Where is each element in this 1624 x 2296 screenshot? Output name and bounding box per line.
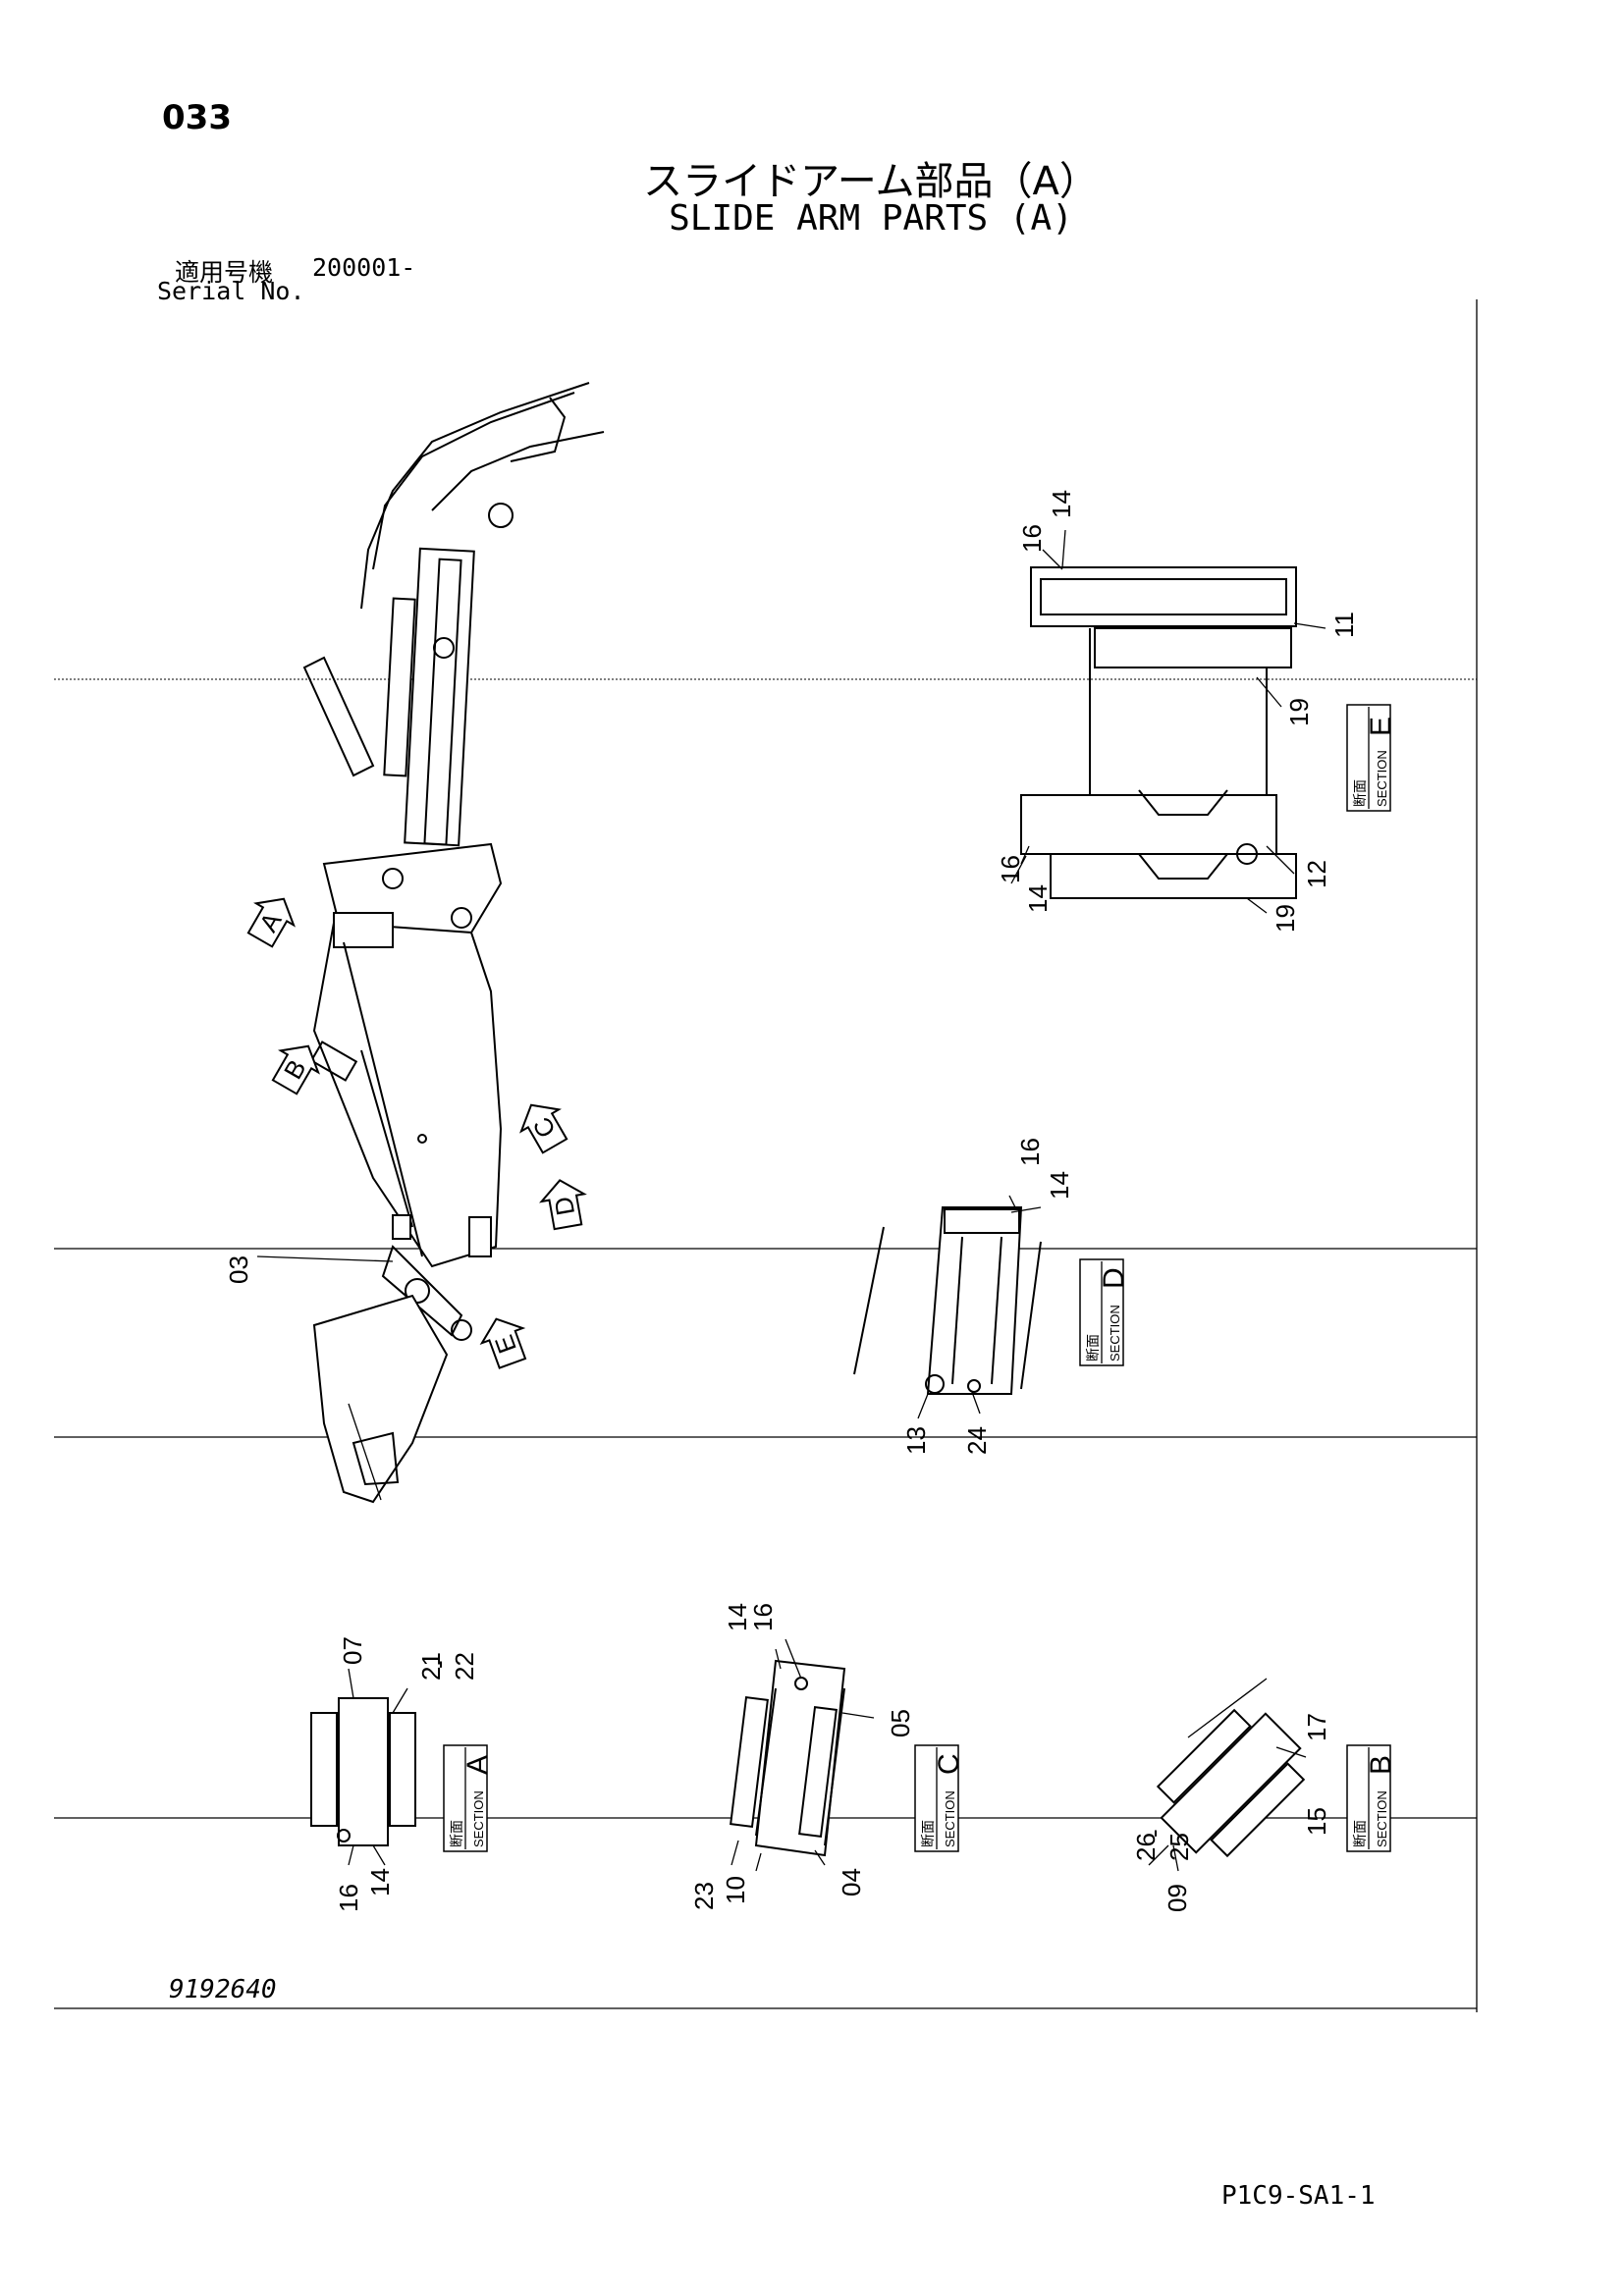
page-title-japanese: スライドアーム部品（A） [643, 159, 1099, 204]
callout-a-22: 22 [450, 1652, 479, 1681]
callout-main-03: 03 [224, 1255, 253, 1284]
callout-e-14a: 14 [1047, 490, 1076, 518]
main-callouts: 03 [224, 1255, 394, 1284]
section-d-label: D SECTION 断面 [1079, 1258, 1130, 1366]
section-b-letter: B [1365, 1755, 1397, 1775]
callout-a-dash: - [424, 1660, 454, 1669]
callout-a-16: 16 [334, 1884, 363, 1912]
page-number: 033 [162, 98, 232, 137]
callout-b-17: 17 [1302, 1713, 1331, 1741]
section-a-detail: 07 21 - 22 16 14 A SECTION 断面 [310, 1636, 494, 1912]
view-marker-d: D [539, 1179, 587, 1231]
page-title-english: SLIDE ARM PARTS (A) [669, 198, 1073, 239]
main-arm-illustration [302, 382, 605, 1504]
serial-range: 200001- [312, 253, 416, 282]
section-b-detail: 17 15 26 - 25 09 B SECTION 断面 [1131, 1678, 1397, 1912]
section-e-letter: E [1365, 717, 1397, 736]
section-c-letter: C [933, 1753, 965, 1775]
callout-b-25: 25 [1164, 1833, 1194, 1861]
section-c-label: C SECTION 断面 [914, 1744, 965, 1852]
view-marker-c: C [519, 1103, 568, 1154]
section-b-kanji: 断面 [1353, 1820, 1369, 1847]
callout-b-26: 26 [1131, 1833, 1161, 1861]
callout-a-14: 14 [365, 1868, 395, 1896]
callout-e-16b: 16 [996, 855, 1025, 883]
callout-e-11: 11 [1329, 612, 1359, 638]
callout-a-07: 07 [338, 1636, 367, 1665]
callout-c-10: 10 [721, 1876, 750, 1904]
serial-label-japanese: 適用号機 [175, 258, 274, 287]
section-e-kanji: 断面 [1353, 779, 1369, 807]
callout-e-19a: 19 [1284, 698, 1314, 726]
drawing-number: 9192640 [169, 1975, 277, 2004]
callout-e-12: 12 [1302, 860, 1331, 888]
section-d-detail: 16 14 13 24 D SECTION 断面 [853, 1138, 1130, 1455]
callout-d-24: 24 [962, 1426, 992, 1455]
section-d-word: SECTION [1108, 1305, 1122, 1362]
callout-e-16a: 16 [1017, 524, 1047, 553]
view-marker-a: A [246, 897, 296, 948]
section-e-detail: 14 16 11 19 16 14 12 19 E SECTION 断面 [996, 490, 1397, 933]
section-d-letter: D [1098, 1267, 1130, 1289]
view-marker-e: E [479, 1317, 527, 1369]
section-d-kanji: 断面 [1086, 1334, 1102, 1362]
callout-b-dash: - [1139, 1829, 1168, 1838]
page-code: P1C9-SA1-1 [1221, 2181, 1376, 2211]
view-marker-b: B [271, 1044, 320, 1095]
section-b-word: SECTION [1375, 1790, 1389, 1847]
callout-d-14: 14 [1045, 1171, 1074, 1200]
section-a-kanji: 断面 [450, 1820, 465, 1847]
serial-label-english: Serial No. [157, 277, 305, 305]
callout-d-16: 16 [1015, 1138, 1045, 1166]
view-marker-d-label: D [548, 1195, 580, 1218]
section-b-label: B SECTION 断面 [1346, 1744, 1397, 1852]
callout-d-13: 13 [901, 1426, 931, 1455]
callout-b-15: 15 [1302, 1807, 1331, 1836]
callout-e-14b: 14 [1023, 884, 1053, 913]
view-markers: A B C D E [246, 897, 587, 1369]
section-c-detail: 14 16 05 23 10 04 C SECTION 断面 [689, 1603, 965, 1910]
callout-c-05: 05 [886, 1709, 915, 1737]
section-a-word: SECTION [471, 1790, 486, 1847]
callout-c-04: 04 [837, 1868, 866, 1896]
callout-b-09: 09 [1163, 1884, 1192, 1912]
callout-c-14: 14 [723, 1603, 752, 1631]
callout-a-21: 21 [416, 1652, 446, 1681]
section-c-kanji: 断面 [921, 1820, 937, 1847]
callout-c-23: 23 [689, 1882, 719, 1910]
section-a-letter: A [461, 1755, 494, 1775]
section-a-label: A SECTION 断面 [443, 1744, 494, 1852]
section-e-word: SECTION [1375, 750, 1389, 807]
callout-c-16: 16 [748, 1603, 778, 1631]
callout-e-19b: 19 [1271, 904, 1300, 933]
section-e-label: E SECTION 断面 [1346, 704, 1397, 812]
section-c-word: SECTION [943, 1790, 957, 1847]
